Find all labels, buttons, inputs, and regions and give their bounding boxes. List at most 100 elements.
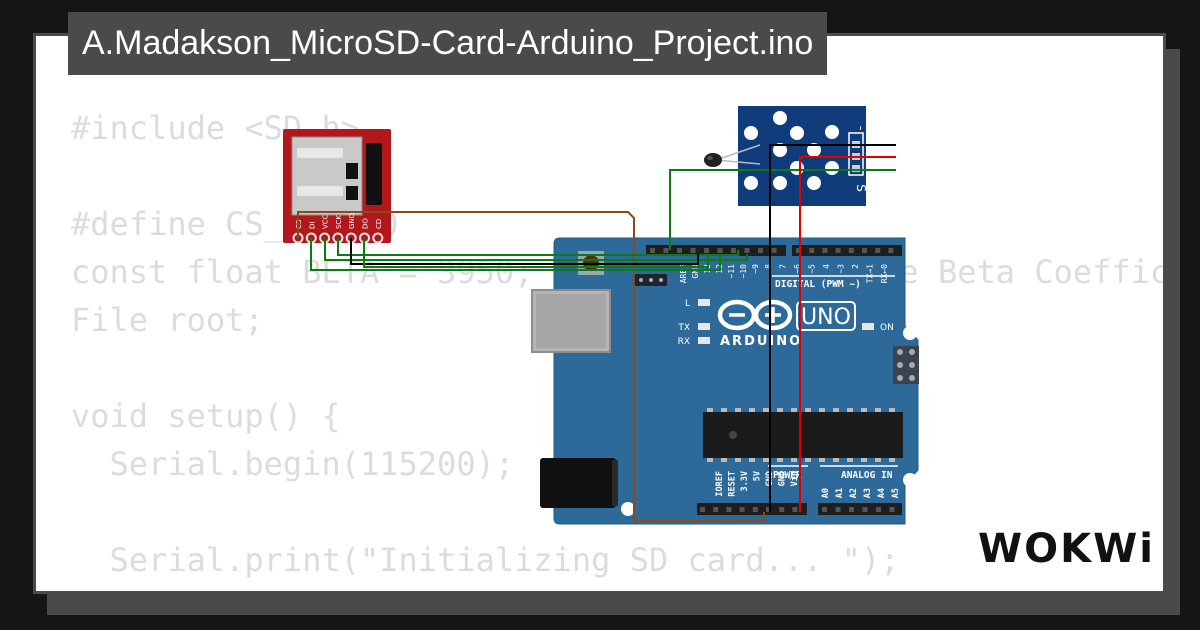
header-socket[interactable]: [835, 248, 841, 253]
header-socket[interactable]: [835, 507, 841, 512]
project-title-text: A.Madakson_MicroSD-Card-Arduino_Project.…: [82, 24, 814, 62]
sd-slot-contacts: [297, 186, 343, 196]
header-block: [646, 245, 786, 256]
sensor-minus-label: -: [854, 126, 868, 130]
on-led: [862, 323, 874, 330]
thermistor-bead: [704, 153, 722, 167]
header-socket[interactable]: [677, 248, 682, 253]
sensor-hole: [807, 176, 821, 190]
header-socket[interactable]: [875, 248, 881, 253]
sensor-pin[interactable]: [852, 165, 860, 172]
header-socket[interactable]: [792, 507, 798, 512]
digital-pin-label: TX→1: [866, 264, 875, 283]
header-socket[interactable]: [779, 507, 785, 512]
wire-sensor-vcc[interactable]: [799, 156, 896, 512]
led-indicators: L TX RX: [677, 299, 710, 347]
arduino-label: ARDUINO: [720, 334, 802, 349]
led: [698, 323, 710, 330]
digital-pin-label: GND: [691, 264, 700, 279]
icsp-header-right: [893, 346, 919, 384]
atmega-chip: [703, 408, 903, 462]
header-socket[interactable]: [888, 248, 894, 253]
wire-sensor-out[interactable]: [669, 169, 896, 250]
code-line: #define CS_PIN 10: [71, 205, 399, 243]
power-pin-label: Vin: [789, 471, 800, 486]
header-socket[interactable]: [849, 507, 854, 512]
digital-pin-label: RX←0: [880, 264, 889, 283]
header-socket[interactable]: [876, 507, 881, 512]
header-socket[interactable]: [731, 248, 736, 253]
sensor-hole: [773, 176, 787, 190]
sensor-hole: [790, 161, 804, 175]
wire-miso[interactable]: [363, 238, 709, 268]
header-socket[interactable]: [717, 248, 723, 253]
wire-sensor-gnd[interactable]: [769, 144, 896, 512]
thermistor-leg: [715, 144, 761, 161]
wire-vcc[interactable]: [324, 238, 748, 261]
led-label: L: [685, 299, 690, 309]
uno-badge: [796, 301, 856, 331]
header-socket[interactable]: [700, 507, 705, 512]
header-socket[interactable]: [739, 507, 745, 512]
header-socket[interactable]: [726, 507, 732, 512]
wire-cs[interactable]: [297, 211, 765, 522]
sensor-pin-frame: [848, 132, 864, 176]
wire-gnd[interactable]: [350, 238, 699, 265]
code-line: File root;: [71, 301, 264, 339]
header-socket[interactable]: [862, 507, 868, 512]
uno-label: UNO: [801, 305, 851, 330]
header-socket[interactable]: [889, 507, 895, 512]
thermistor-bead-highlight: [707, 156, 713, 160]
power-pin-label: 5V: [753, 471, 763, 481]
digital-header[interactable]: [646, 245, 902, 256]
header-socket[interactable]: [758, 248, 763, 253]
header-socket[interactable]: [704, 248, 709, 253]
header-socket[interactable]: [771, 248, 777, 253]
power-jack-lip: [612, 460, 618, 506]
wire-mosi[interactable]: [310, 238, 721, 271]
sd-pin-label: DO: [362, 218, 370, 229]
header-socket[interactable]: [650, 248, 655, 253]
header-socket[interactable]: [848, 248, 854, 253]
sd-pin-label: DI: [308, 222, 316, 229]
header-socket[interactable]: [809, 248, 815, 253]
sensor-hole: [773, 111, 787, 125]
led-label: TX: [677, 323, 690, 333]
arduino-logo: [717, 299, 793, 331]
header-socket[interactable]: [690, 248, 696, 253]
header-socket[interactable]: [862, 248, 867, 253]
wire-sck[interactable]: [337, 238, 739, 256]
header-socket[interactable]: [822, 507, 827, 512]
mount-hole: [903, 326, 917, 340]
header-socket[interactable]: [663, 248, 669, 253]
digital-pin-label: AREF: [679, 264, 688, 283]
header-block: [792, 245, 902, 256]
header-socket[interactable]: [744, 248, 750, 253]
analog-pin-label: A3: [863, 488, 873, 498]
led-label: RX: [678, 337, 690, 347]
header-socket[interactable]: [822, 248, 828, 253]
header-socket[interactable]: [766, 507, 771, 512]
power-pin-label: RESET: [728, 471, 738, 497]
power-pin-label: GND: [778, 471, 788, 486]
analog-pin-label: A5: [891, 488, 901, 498]
header-socket[interactable]: [796, 248, 801, 253]
digital-pin-label: ~10: [739, 264, 748, 279]
sd-regulator: [346, 163, 358, 179]
sensor-hole: [744, 176, 758, 190]
sensor-hole: [790, 126, 804, 140]
sd-pin[interactable]: [372, 232, 384, 244]
header-socket[interactable]: [713, 507, 719, 512]
sd-pin-label: CD: [375, 219, 383, 229]
power-pin-label: IOREF: [715, 471, 725, 497]
digital-pin-label: 2: [851, 264, 860, 269]
bottom-headers[interactable]: [697, 503, 902, 515]
digital-pin-label: 7: [779, 264, 788, 269]
header-socket[interactable]: [752, 507, 758, 512]
analog-pin-label: A0: [821, 488, 831, 498]
